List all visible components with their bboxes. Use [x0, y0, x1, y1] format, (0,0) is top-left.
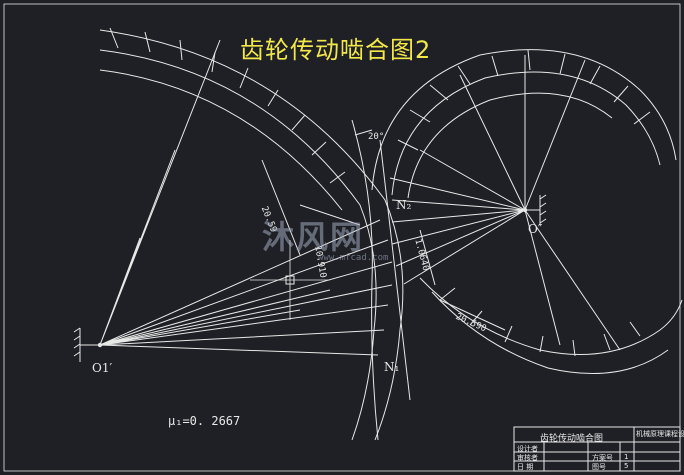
gear-2-spokes: [389, 55, 621, 351]
title-block-field-scheme: 方案号: [592, 454, 613, 462]
watermark-logo: 沐风网: [262, 218, 365, 256]
title-block-row-date: 日 期: [517, 463, 534, 471]
title-block-value-scheme: 1: [624, 453, 629, 461]
title-block-name: 齿轮传动啮合图: [540, 434, 604, 444]
pressure-angle-label: 20°: [368, 132, 385, 142]
gear-2-rim: [371, 49, 683, 375]
center-crosshair: [250, 240, 330, 320]
drawing-title: 齿轮传动啮合图2: [240, 36, 432, 64]
title-block-value-drawing-no: 5: [624, 462, 629, 470]
o1-label: O1′: [92, 361, 113, 375]
title-block-row-designer: 设计者: [517, 445, 538, 453]
o2-label: O″: [528, 222, 543, 236]
watermark-url: www.mfcad.com: [318, 253, 389, 263]
n1-label: N₁: [384, 360, 400, 374]
dim-line-1: [261, 159, 301, 256]
drawing-border: [3, 3, 681, 472]
gear-1-rim: [99, 27, 404, 441]
title-block-row-checker: 审核者: [517, 454, 538, 462]
gear-1-spokes: [99, 39, 393, 356]
title-block-field-drawing-no: 图号: [592, 463, 606, 471]
action-line: [379, 139, 411, 401]
title-block: [513, 426, 681, 472]
contact-ratio-label: μ₁=0. 2667: [168, 414, 241, 428]
o2-center-point: [522, 207, 528, 213]
n2-label: N₂: [396, 198, 412, 212]
line-of-action-curve: [351, 119, 379, 441]
title-block-school: 机械原理课程设计: [636, 430, 684, 438]
o1-center-point: [97, 342, 103, 348]
